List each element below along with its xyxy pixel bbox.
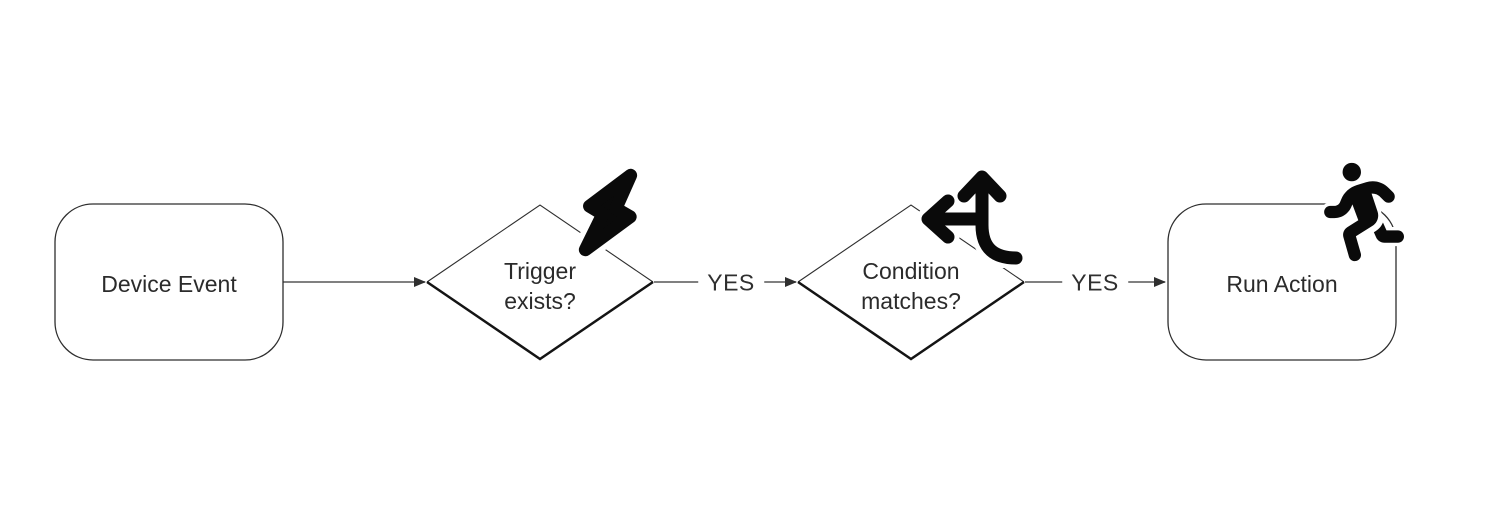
lightning-bolt-icon [573,164,643,262]
node-condition-matches-shape [797,204,1025,361]
node-device-event-shape [54,203,284,361]
node-run-action-shape [1167,203,1397,361]
split-arrows-icon [916,165,1024,268]
person-running-icon [1320,161,1404,263]
